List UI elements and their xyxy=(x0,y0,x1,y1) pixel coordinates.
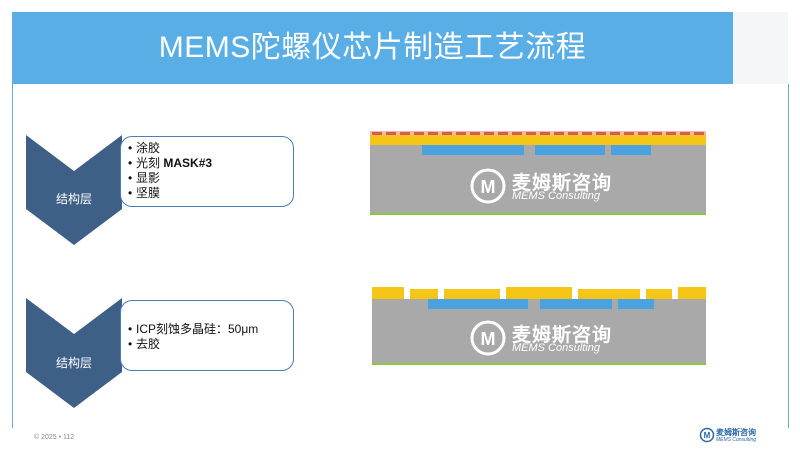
slide-border-right xyxy=(788,84,789,428)
watermark-logo-icon: M xyxy=(470,320,506,356)
watermark-text-cn: 麦姆斯咨询 xyxy=(512,324,613,346)
footer-logo-icon: M xyxy=(699,427,715,443)
svg-text:M: M xyxy=(481,329,496,349)
footer-logo: M 麦姆斯咨询 MEMS Consulting xyxy=(699,427,769,443)
base-line xyxy=(372,363,706,365)
step-2-layer-label: 结构层 xyxy=(55,356,92,370)
page-title: MEMS陀螺仪芯片制造工艺流程 xyxy=(158,31,587,64)
footer-logo-en: MEMS Consulting xyxy=(716,437,757,443)
substrate xyxy=(372,299,706,363)
structure-beams xyxy=(372,287,706,299)
structure-layer xyxy=(370,135,706,145)
title-bar: MEMS陀螺仪芯片制造工艺流程 xyxy=(12,12,733,84)
svg-text:M: M xyxy=(704,431,711,440)
cross-section-diagram-2 xyxy=(372,287,706,365)
step-1-item: •光刻 MASK#3 xyxy=(128,156,213,170)
step-2-item: •ICP刻蚀多晶硅：50μm xyxy=(128,322,259,336)
step-1-layer-label: 结构层 xyxy=(55,192,92,206)
step-1-item: •显影 xyxy=(128,171,161,185)
watermark-text-en: MEMS Consulting xyxy=(512,190,601,202)
electrodes xyxy=(428,299,654,309)
base-line xyxy=(370,213,706,215)
step-2-chevron xyxy=(26,298,122,408)
step-1-box xyxy=(120,136,294,207)
step-2-item: •去胶 xyxy=(128,337,161,351)
cross-section-diagram-1 xyxy=(370,131,706,215)
watermark-text-cn: 麦姆斯咨询 xyxy=(512,172,613,194)
photoresist-layer xyxy=(370,131,706,135)
footer-copyright: © 2025 • 112 xyxy=(34,434,75,441)
step-2-box xyxy=(120,300,294,371)
footer-logo-cn: 麦姆斯咨询 xyxy=(716,427,756,437)
svg-text:M: M xyxy=(481,177,496,197)
title-accent xyxy=(733,12,788,84)
watermark-text-en: MEMS Consulting xyxy=(512,342,601,354)
step-1-item: •涂胶 xyxy=(128,141,161,155)
step-1-item: •坚膜 xyxy=(128,186,161,200)
electrodes xyxy=(422,145,651,155)
watermark-logo-icon: M xyxy=(470,168,506,204)
step-2-list: •ICP刻蚀多晶硅：50μm •去胶 xyxy=(128,322,258,352)
step-1-list: •涂胶 •光刻 MASK#3 •显影 •坚膜 xyxy=(128,141,212,201)
mask-label: MASK#3 xyxy=(163,156,213,170)
substrate xyxy=(370,145,706,213)
slide-border-left xyxy=(12,84,13,428)
step-1-chevron xyxy=(26,135,122,245)
